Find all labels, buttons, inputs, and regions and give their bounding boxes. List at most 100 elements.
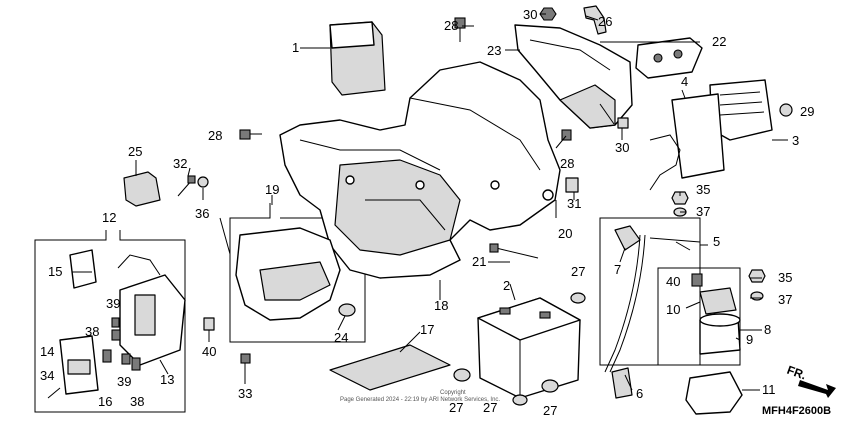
callout-14: 14	[40, 344, 54, 359]
part-25-cap	[123, 171, 161, 207]
part-38-clip-a	[111, 329, 121, 341]
part-13-fuse-box	[117, 254, 186, 366]
part-27-grommet-c	[512, 394, 528, 406]
callout-4: 4	[681, 74, 688, 89]
callouts: 1 2 3 4 5 6 7 8 9 10 11 12 13 14 15 16 1…	[40, 7, 814, 418]
callout-40a: 40	[202, 344, 216, 359]
part-21-bolt	[489, 243, 539, 259]
part-9-solenoid	[699, 313, 741, 355]
callout-30a: 30	[523, 7, 537, 22]
part-22-plate	[635, 37, 703, 79]
part-24-grommet	[338, 303, 356, 317]
group-box-5	[599, 217, 708, 366]
part-28-bolt-left	[239, 129, 262, 140]
callout-13: 13	[160, 372, 174, 387]
part-38-clip-b	[131, 357, 141, 371]
callout-15: 15	[48, 264, 62, 279]
part-28-bolt-right	[561, 129, 572, 141]
part-17-mat	[329, 344, 451, 391]
callout-28a: 28	[444, 18, 458, 33]
callout-22: 22	[712, 34, 726, 49]
callout-28c: 28	[560, 156, 574, 171]
front-arrow-icon	[798, 380, 836, 398]
callout-23: 23	[487, 43, 501, 58]
part-10-relay	[699, 287, 737, 315]
part-14-cover	[59, 335, 99, 395]
callout-12: 12	[102, 210, 116, 225]
callout-18: 18	[434, 298, 448, 313]
part-16-clip	[102, 349, 112, 363]
part-37-washer-b	[750, 291, 764, 301]
part-4-bracket	[649, 93, 725, 191]
callout-9: 9	[746, 332, 753, 347]
part-39-clip-a	[111, 317, 120, 328]
callout-24: 24	[334, 330, 348, 345]
callout-28b: 28	[208, 128, 222, 143]
callout-27a: 27	[571, 264, 585, 279]
part-35-nut	[671, 191, 689, 205]
part-18-battery-box	[279, 61, 561, 279]
callout-26: 26	[598, 14, 612, 29]
callout-2: 2	[503, 278, 510, 293]
part-28-bolt-top	[454, 17, 466, 42]
part-27-grommet-d	[541, 379, 559, 393]
callout-27b: 27	[449, 400, 463, 415]
part-27-grommet-b	[453, 368, 471, 382]
callout-37a: 37	[696, 204, 710, 219]
callout-39a: 39	[106, 296, 120, 311]
part-32-screw	[177, 175, 196, 197]
callout-35a: 35	[696, 182, 710, 197]
callout-25: 25	[128, 144, 142, 159]
part-35-nut-b	[748, 269, 766, 283]
callout-1: 1	[292, 40, 299, 55]
part-6-terminal-cover	[611, 367, 633, 399]
part-34-screw	[47, 387, 61, 399]
part-7-terminal-cover	[614, 225, 641, 251]
part-11-boot	[685, 371, 743, 415]
part-39-clip-b	[121, 353, 131, 365]
callout-36: 36	[195, 206, 209, 221]
callout-37b: 37	[778, 292, 792, 307]
callout-30b: 30	[615, 140, 629, 155]
copyright-line2: Page Generated 2024 - 22:19 by ARI Netwo…	[340, 397, 500, 403]
callout-38a: 38	[85, 324, 99, 339]
diagram-code: MFH4F2600B	[762, 405, 831, 417]
callout-8: 8	[764, 322, 771, 337]
part-5-cable	[604, 234, 646, 373]
callout-38b: 38	[130, 394, 144, 409]
part-2-battery	[477, 297, 581, 399]
part-15-card	[69, 249, 97, 289]
part-31-collar	[565, 177, 579, 193]
callout-33: 33	[238, 386, 252, 401]
callout-7: 7	[614, 262, 621, 277]
part-40-clip-left	[203, 317, 215, 331]
part-27-grommet-a	[570, 292, 586, 304]
callout-10: 10	[666, 302, 680, 317]
front-label: FR.	[785, 363, 808, 383]
group-box-8	[657, 267, 741, 366]
callout-40b: 40	[666, 274, 680, 289]
part-33-screw	[240, 353, 251, 380]
part-30-nut-mid	[617, 117, 629, 129]
callout-16: 16	[98, 394, 112, 409]
callout-34: 34	[40, 368, 54, 383]
callout-29: 29	[800, 104, 814, 119]
part-40-clip-right	[691, 273, 703, 287]
callout-5: 5	[713, 234, 720, 249]
part-19-tray	[235, 227, 341, 321]
callout-20: 20	[558, 226, 572, 241]
part-1-cover	[329, 21, 386, 96]
part-29-bolt	[779, 103, 793, 117]
callout-21: 21	[472, 254, 486, 269]
leader-lines	[72, 13, 788, 391]
callout-27d: 27	[543, 403, 557, 418]
callout-3: 3	[792, 133, 799, 148]
group-box-12	[34, 230, 186, 413]
callout-35b: 35	[778, 270, 792, 285]
callout-6: 6	[636, 386, 643, 401]
callout-27c: 27	[483, 400, 497, 415]
callout-31: 31	[567, 196, 581, 211]
part-26-clip	[583, 5, 607, 35]
part-23-panel	[514, 24, 633, 129]
